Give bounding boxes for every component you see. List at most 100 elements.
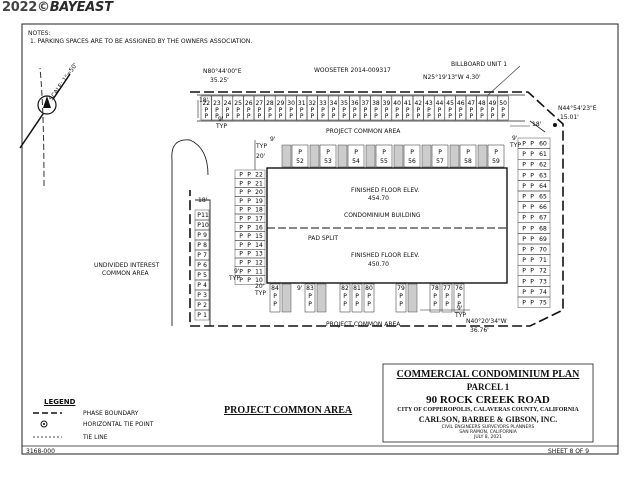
left-boundary-line <box>39 67 45 187</box>
stall-p-label: P <box>522 247 526 254</box>
phase-boundary-line <box>189 91 564 327</box>
stall-number: 28 <box>266 100 274 107</box>
stall-p-label: P <box>494 149 498 156</box>
stall-p-label: P <box>239 233 243 240</box>
ffe-top-label: FINISHED FLOOR ELEV. <box>351 187 420 194</box>
stall-number: 67 <box>539 215 547 222</box>
legend-tie-line-label: TIE LINE <box>83 434 108 441</box>
stall-p-label: P <box>308 293 312 300</box>
dim-9-top: 9' <box>218 116 224 123</box>
stall-p-label: P <box>522 289 526 296</box>
stall-p-label: P <box>448 113 452 120</box>
stall-number: 7 <box>203 252 207 259</box>
stall-p-label: P <box>332 107 336 114</box>
stall-number: 77 <box>443 285 451 292</box>
legend-tie-point-label: HORIZONTAL TIE POINT <box>83 421 154 428</box>
stall-number: 34 <box>330 100 338 107</box>
pad-split-label: PAD SPLIT <box>308 235 339 242</box>
stall-p-label: P <box>410 149 414 156</box>
stall-number: 65 <box>539 194 547 201</box>
title-line-3: 90 ROCK CREEK ROAD <box>426 394 550 406</box>
bearing-bottom-right-distance: 36.76' <box>470 327 489 334</box>
stall-number: 2 <box>203 302 207 309</box>
stall-p-label: P <box>374 107 378 114</box>
stall-p-label: P <box>247 189 251 196</box>
stall-number: 64 <box>539 183 547 190</box>
stall-p-label: P <box>239 268 243 275</box>
stall-p-label: P <box>239 207 243 214</box>
stall-number: 25 <box>234 100 242 107</box>
stall-p-label: P <box>530 257 534 264</box>
stall-number: 27 <box>255 100 263 107</box>
stall-number: 33 <box>319 100 327 107</box>
hatched-stall <box>393 144 404 168</box>
ffe-bottom-value: 450.70 <box>368 261 389 268</box>
stall-number: 47 <box>467 100 475 107</box>
parking-stall <box>459 144 477 168</box>
hatched-stall <box>281 283 292 313</box>
stall-p-label: P <box>385 107 389 114</box>
building-label: CONDOMINIUM BUILDING <box>344 212 421 219</box>
stall-p-label: P <box>530 236 534 243</box>
parking-stall <box>269 283 281 313</box>
stall-number: 3 <box>203 292 207 299</box>
stall-p-label: P <box>247 107 251 114</box>
dim-20-building: 20' <box>256 153 266 160</box>
stall-number: 37 <box>361 100 369 107</box>
stall-number: 41 <box>404 100 412 107</box>
stall-p-label: P <box>308 301 312 308</box>
stall-p-label: P <box>382 149 386 156</box>
stall-number: 11 <box>201 212 209 219</box>
stall-p-label: P <box>448 107 452 114</box>
stall-number: 58 <box>464 158 472 165</box>
stall-p-label: P <box>343 301 347 308</box>
dim-typ-top: TYP <box>216 123 227 130</box>
stall-p-label: P <box>300 113 304 120</box>
stall-p-label: P <box>355 293 359 300</box>
stall-number: 54 <box>352 158 360 165</box>
stall-p-label: P <box>289 107 293 114</box>
ffe-bottom-label: FINISHED FLOOR ELEV. <box>351 252 420 259</box>
stall-p-label: P <box>342 113 346 120</box>
stall-p-label: P <box>445 301 449 308</box>
stall-p-label: P <box>342 107 346 114</box>
stall-p-label: P <box>466 149 470 156</box>
stall-number: 46 <box>457 100 465 107</box>
stall-p-label: P <box>273 293 277 300</box>
stall-p-label: P <box>247 224 251 231</box>
dim-9-right: 9' <box>512 135 518 142</box>
stall-number: 69 <box>539 236 547 243</box>
stall-number: 15 <box>255 233 263 240</box>
stall-p-label: P <box>427 107 431 114</box>
stall-number: 22 <box>255 172 263 179</box>
stall-p-label: P <box>354 149 358 156</box>
parking-stall <box>517 296 551 308</box>
billboard-bearing: N25°19'13"W 4.30' <box>423 74 481 81</box>
stall-number: 76 <box>455 285 463 292</box>
stall-number: 60 <box>539 141 547 148</box>
notes-heading: NOTES: <box>28 30 51 37</box>
stall-p-label: P <box>367 301 371 308</box>
parking-stall <box>339 283 351 313</box>
stall-number: 45 <box>446 100 454 107</box>
stall-number: 13 <box>255 251 263 258</box>
stall-p-label: P <box>197 312 201 319</box>
stall-p-label: P <box>363 107 367 114</box>
stall-p-label: P <box>522 236 526 243</box>
stall-p-label: P <box>399 301 403 308</box>
dim-typ-lower: TYP <box>255 290 266 297</box>
wooseter-label: WOOSETER 2014-009317 <box>314 67 391 74</box>
stall-p-label: P <box>530 278 534 285</box>
title-line-5: CARLSON, BARBEE & GIBSON, INC. <box>418 415 558 424</box>
stall-p-label: P <box>522 215 526 222</box>
stall-p-label: P <box>247 198 251 205</box>
stall-p-label: P <box>522 141 526 148</box>
hatched-stall <box>281 144 292 168</box>
footer-sheet-number: SHEET 8 OF 9 <box>548 448 590 455</box>
stall-number: 80 <box>365 285 373 292</box>
stall-p-label: P <box>197 232 201 239</box>
hatched-stall <box>309 144 320 168</box>
stall-p-label: P <box>332 113 336 120</box>
stall-number: 72 <box>539 268 547 275</box>
stall-p-label: P <box>239 224 243 231</box>
